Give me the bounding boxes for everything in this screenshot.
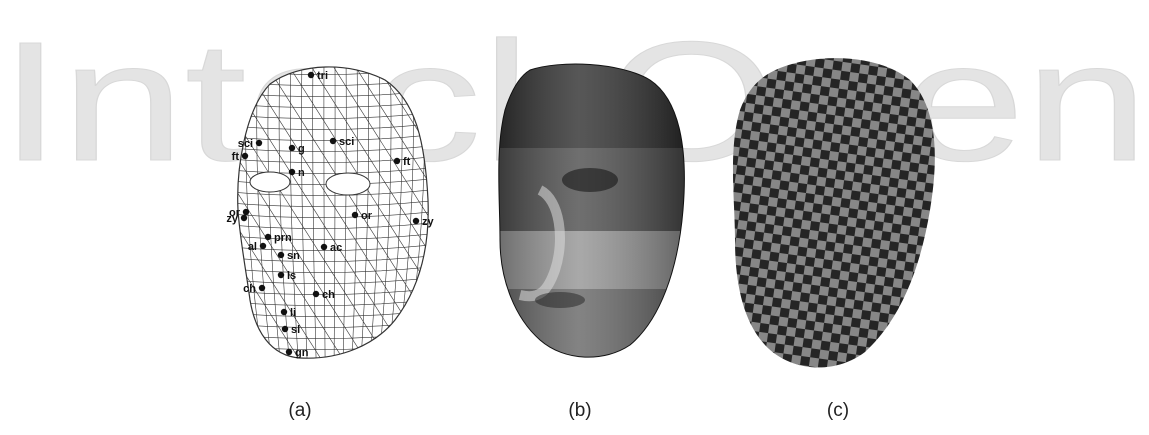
landmark-dot-zy (240, 214, 248, 222)
right-eye-hole (325, 172, 371, 196)
landmark-label-sci: sci (238, 138, 253, 150)
landmark-label-tri: tri (317, 70, 328, 82)
landmark-label-ch: ch (243, 283, 256, 295)
landmark-dot-ch (312, 290, 320, 298)
landmark-label-zy: zy (422, 216, 435, 228)
landmark-dot-sl (281, 325, 289, 333)
landmark-dot-al (259, 242, 267, 250)
landmark-label-g: g (298, 143, 305, 155)
panel-a-wireframe-face (237, 66, 429, 359)
landmark-dot-ft (241, 152, 249, 160)
landmark-dot-sci (255, 139, 263, 147)
landmark-label-prn: prn (274, 232, 292, 244)
landmark-label-ch: ch (322, 289, 335, 301)
landmark-dot-li (280, 308, 288, 316)
landmark-label-sl: sl (291, 324, 300, 336)
landmark-label-ft: ft (232, 151, 240, 163)
landmark-dot-or (242, 208, 250, 216)
landmark-label-or: or (229, 207, 241, 219)
landmark-dot-gn (285, 348, 293, 356)
caption-a: (a) (288, 400, 312, 421)
landmark-label-sci: sci (339, 136, 354, 148)
landmark-label-ac: ac (330, 242, 342, 254)
left-eye-hole (249, 171, 291, 193)
landmark-dot-prn (264, 233, 272, 241)
panel-c-checker-face (732, 58, 935, 368)
landmark-dot-or (351, 211, 359, 219)
landmark-dot-sn (277, 251, 285, 259)
landmark-label-al: al (248, 241, 257, 253)
landmark-dot-ch (258, 284, 266, 292)
landmark-label-ls: ls (287, 270, 296, 282)
landmark-label-li: li (290, 307, 296, 319)
landmark-label-ft: ft (403, 156, 411, 168)
landmark-dot-tri (307, 71, 315, 79)
landmark-dot-zy (412, 217, 420, 225)
landmark-dot-sci (329, 137, 337, 145)
caption-b: (b) (568, 400, 592, 421)
landmark-dot-ls (277, 271, 285, 279)
landmark-label-sn: sn (287, 250, 300, 262)
caption-c: (c) (826, 400, 850, 421)
landmark-label-zy: zy (226, 213, 239, 225)
landmark-label-n: n (298, 167, 305, 179)
landmark-label-gn: gn (295, 347, 309, 359)
landmark-dot-n (288, 168, 296, 176)
landmark-dot-ac (320, 243, 328, 251)
panel-b-shaded-face (498, 64, 685, 358)
landmark-dot-ft (393, 157, 401, 165)
landmark-dot-g (288, 144, 296, 152)
landmark-label-or: or (361, 210, 373, 222)
